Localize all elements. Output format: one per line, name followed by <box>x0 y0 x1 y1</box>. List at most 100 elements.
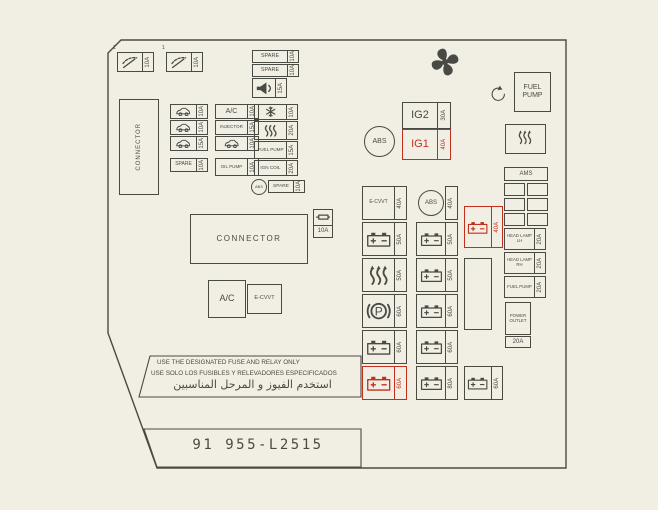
empty-slot <box>527 198 548 211</box>
fuse-amp: 80A <box>445 366 458 400</box>
fuse-amp: 10A <box>247 136 259 151</box>
fuse-amp: 10A <box>196 104 208 119</box>
heater-icon <box>254 121 287 140</box>
amp-text: 10A <box>289 65 296 76</box>
battery-icon <box>416 222 446 256</box>
fuse-amp: 10A <box>293 180 305 193</box>
ig1-fuse-label: IG1 <box>402 129 438 160</box>
battery-icon <box>416 294 446 328</box>
amp-text: 15A <box>277 82 284 94</box>
spare-fuse-label: SPARE <box>170 158 197 172</box>
defroster-box <box>505 124 546 154</box>
amp-text: 60A <box>397 305 404 317</box>
empty-slot <box>464 258 492 330</box>
fuse-amp: 15A <box>247 120 259 135</box>
amp-text: 40A <box>448 197 455 209</box>
fuse-amp: 15A <box>275 78 287 98</box>
battery-icon <box>362 366 395 400</box>
fuse-amp: 10A <box>247 158 259 176</box>
empty-slot <box>504 183 525 196</box>
fuse-amp: 15A <box>286 141 298 159</box>
wiper-icon <box>166 52 192 72</box>
battery-icon <box>464 366 492 400</box>
amp-text: 50A <box>448 233 455 245</box>
head-lamp-lh-label: HEAD LAMP LH <box>504 228 535 250</box>
amp-text: 40A <box>440 139 447 150</box>
vehicle-icon <box>170 136 197 151</box>
amp-text: 60A <box>397 341 404 353</box>
empty-slot <box>527 213 548 226</box>
connector-block-center: CONNECTOR <box>190 214 308 264</box>
abs-text: ABS <box>254 183 263 189</box>
amp-text: 50A <box>397 269 404 281</box>
abs-badge-icon: ABS <box>418 190 444 216</box>
fuse-amp: 20A <box>286 121 298 140</box>
connector-block-left: CONNECTOR <box>119 99 159 195</box>
defrost-icon <box>515 129 537 149</box>
amp-text: 60A <box>493 377 500 389</box>
vehicle-icon <box>170 104 197 119</box>
fuse-amp: 30A <box>437 102 451 129</box>
fuse-amp: 10A <box>196 158 208 172</box>
amp-text: 10A <box>295 181 302 192</box>
fuse-amp: 60A <box>394 330 407 364</box>
vehicle-icon <box>215 136 248 151</box>
amp-text: 20A <box>288 162 295 174</box>
fuse-amp: 40A <box>394 186 407 220</box>
fuse-amp: 50A <box>394 258 407 292</box>
amp-text: 30A <box>440 110 447 121</box>
battery-icon <box>362 222 395 256</box>
fuse-amp: 15A <box>196 136 208 151</box>
amp-text: 10A <box>288 106 295 118</box>
amp-text: 10A <box>198 106 205 117</box>
footnote-mark: 1 <box>113 45 116 51</box>
amp-text: 20A <box>536 257 543 269</box>
power-outlet-label: POWER OUTLET <box>505 302 531 335</box>
fuse-amp: 60A <box>445 330 458 364</box>
ecvvt-relay: E-CVVT <box>247 284 282 314</box>
amp-text: 20A <box>288 125 295 136</box>
part-number: 91 955-L2515 <box>192 437 324 453</box>
fuse-amp: 20A <box>534 252 546 274</box>
amp-text: 60A <box>397 377 404 389</box>
amp-text: 40A <box>493 221 500 233</box>
fuse-amp: 10A <box>313 225 333 238</box>
fuse-amp: 60A <box>394 366 407 400</box>
horn-icon <box>252 78 276 98</box>
ign-coil-fuse-label: IGN COIL <box>254 160 287 176</box>
amp-text: 20A <box>536 281 543 293</box>
amp-text: 10A <box>198 159 205 171</box>
ig2-fuse-label: IG2 <box>402 102 438 129</box>
wiper-icon <box>117 52 143 72</box>
fuse-amp: 50A <box>394 222 407 256</box>
fuse-amp: 10A <box>191 52 203 72</box>
warning-text-spanish: USE SOLO LOS FUSIBLES Y RELEVADORES ESPE… <box>151 370 337 377</box>
footnote-mark: 1 <box>162 45 165 51</box>
battery-icon <box>416 330 446 364</box>
rotation-arrow-icon <box>486 84 511 109</box>
battery-icon <box>416 366 446 400</box>
ac-relay: A/C <box>208 280 246 318</box>
amp-text: 60A <box>448 305 455 317</box>
fuse-icon <box>313 209 333 226</box>
amp-text: 10A <box>193 56 200 68</box>
spare-fuse-label: SPARE <box>268 180 294 193</box>
fuse-amp: 20A <box>505 336 531 348</box>
fuse-amp: 10A <box>247 104 259 119</box>
fuse-amp: 40A <box>445 186 458 220</box>
amp-text: 15A <box>198 138 205 149</box>
fuel-pump-circuit-label: FUEL PUMP <box>504 276 535 298</box>
abs-text: ABS <box>372 137 387 145</box>
fuse-amp: 10A <box>142 52 154 72</box>
ecvvt-fuse-label: E-CVVT <box>362 186 395 220</box>
fuse-amp: 60A <box>394 294 407 328</box>
battery-icon <box>362 330 395 364</box>
fuse-amp: 10A <box>286 104 298 120</box>
battery-icon <box>416 258 446 292</box>
amp-text: 10A <box>289 51 296 62</box>
fuel-pump-fuse-label: FUEL PUMP <box>254 141 287 159</box>
spare-fuse-label: SPARE <box>252 50 288 63</box>
amp-text: 40A <box>397 197 404 209</box>
abs-badge-icon: ABS <box>251 179 267 195</box>
